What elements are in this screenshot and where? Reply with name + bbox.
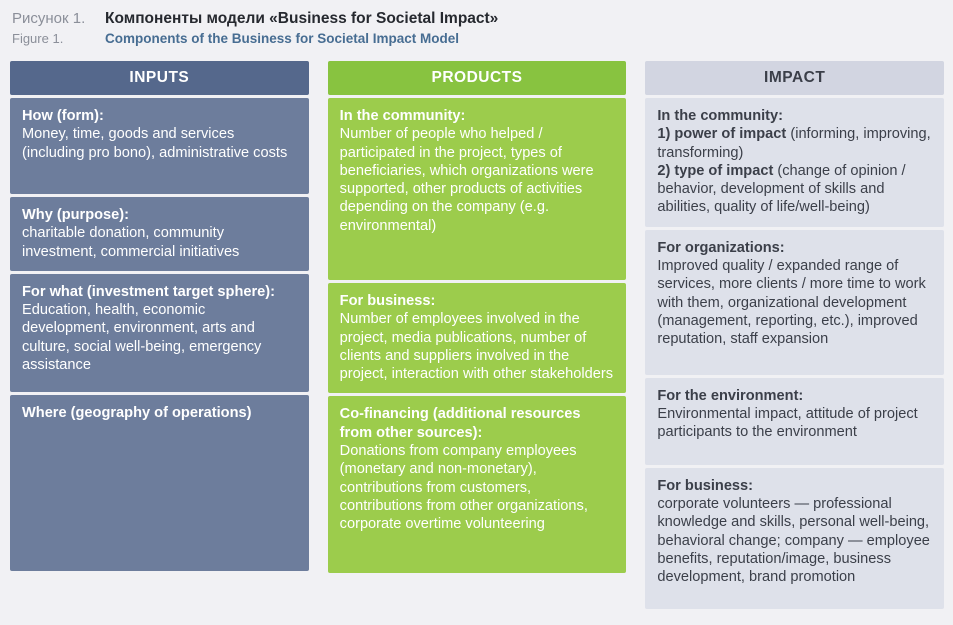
figure-label-en: Figure 1.: [12, 31, 64, 46]
inputs-section-why: Why (purpose): charitable donation, comm…: [10, 197, 309, 271]
inputs-section-how: How (form): Money, time, goods and servi…: [10, 98, 309, 194]
figure-label-ru: Рисунок 1.: [12, 10, 86, 27]
section-heading: For business:: [657, 477, 754, 494]
inputs-column-header: INPUTS: [10, 61, 309, 95]
impact-section-business: For business: corporate volunteers — pro…: [645, 467, 945, 609]
figure-title-ru: Компоненты модели «Business for Societal…: [105, 10, 499, 27]
impact-section-organizations: For organizations: Improved quality / ex…: [645, 229, 945, 375]
products-section-community: In the community: Number of people who h…: [327, 98, 627, 280]
products-section-cofinancing: Co-financing (additional resources from …: [327, 396, 627, 573]
section-body: Donations from company employees (moneta…: [339, 443, 588, 533]
section-body: Environmental impact, attitude of projec…: [657, 406, 918, 441]
section-body: Money, time, goods and services (includi…: [22, 126, 288, 161]
section-body: charitable donation, community investmen…: [22, 225, 240, 260]
figure-caption: Рисунок 1. Компоненты модели «Business f…: [0, 0, 953, 46]
section-body: 1) power of impact (informing, improving…: [657, 125, 932, 216]
impact-type-detail: (change of opinion / behavior, developme…: [657, 162, 906, 216]
impact-power-label: 1) power of impact: [657, 126, 787, 143]
section-body: Number of employees involved in the proj…: [339, 311, 614, 383]
section-body: Improved quality / expanded range of ser…: [657, 258, 926, 348]
impact-column-header: IMPACT: [645, 61, 945, 95]
section-body: Number of people who helped / participat…: [339, 126, 594, 234]
section-heading: In the community:: [339, 108, 466, 124]
impact-type-label: 2) type of impact: [657, 162, 774, 179]
inputs-section-where: Where (geography of operations): [10, 394, 309, 571]
section-heading: In the community:: [657, 108, 784, 124]
column-inputs: INPUTS How (form): Money, time, goods an…: [10, 61, 309, 571]
column-products: PRODUCTS In the community: Number of peo…: [327, 61, 627, 573]
model-columns: INPUTS How (form): Money, time, goods an…: [0, 61, 953, 609]
section-heading: Why (purpose):: [22, 207, 130, 223]
section-heading: For business:: [339, 293, 436, 309]
impact-power-detail: (informing, improving, transforming): [657, 126, 931, 161]
figure-title-en: Components of the Business for Societal …: [105, 31, 460, 46]
impact-section-community: In the community: 1) power of impact (in…: [645, 98, 945, 227]
products-section-business: For business: Number of employees involv…: [327, 283, 627, 394]
section-heading: Where (geography of operations): [22, 404, 252, 421]
products-column-header: PRODUCTS: [327, 61, 627, 95]
section-heading: How (form):: [22, 108, 104, 124]
section-body: corporate volunteers — professional know…: [657, 496, 930, 586]
section-heading: For organizations:: [657, 239, 785, 256]
section-heading: For the environment:: [657, 387, 804, 404]
inputs-section-for-what: For what (investment target sphere): Edu…: [10, 273, 309, 392]
impact-section-environment: For the environment: Environmental impac…: [645, 377, 945, 465]
section-body: Education, health, economic development,…: [22, 302, 262, 374]
section-heading: For what (investment target sphere):: [22, 283, 275, 300]
section-heading: Co-financing (additional resources from …: [339, 406, 581, 441]
column-impact: IMPACT In the community: 1) power of imp…: [645, 61, 945, 609]
